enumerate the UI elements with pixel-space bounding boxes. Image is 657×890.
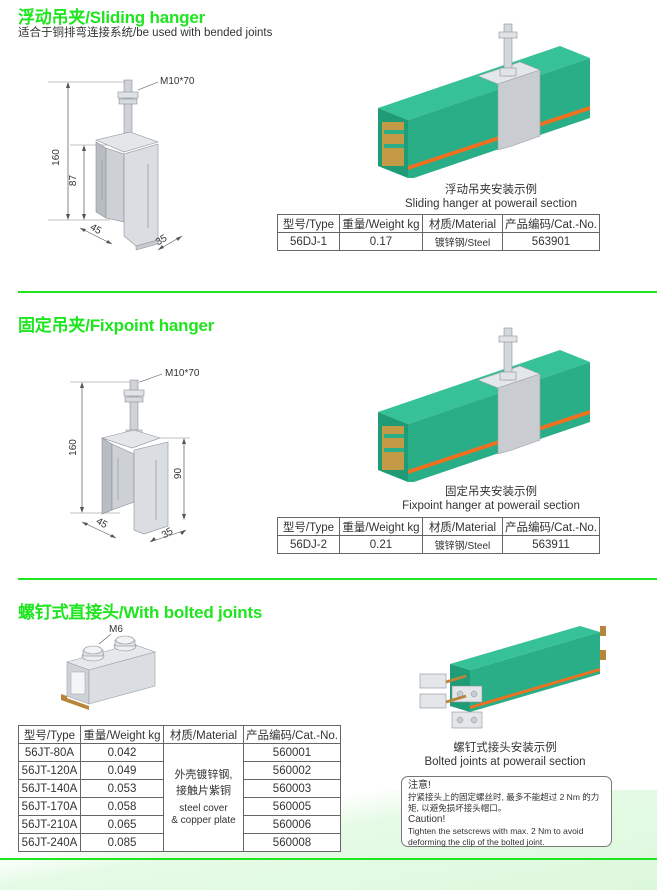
cell-type: 56DJ-2 xyxy=(277,535,340,554)
cell-type: 56JT-140A xyxy=(18,779,81,798)
header-material: 材质/Material xyxy=(421,214,503,233)
sliding-hanger-install-image xyxy=(370,18,610,180)
cell-catno: 560001 xyxy=(242,743,342,762)
table-row: 56JT-240A 0.085 560008 xyxy=(18,833,342,852)
dim-height-label: 160 xyxy=(50,149,62,166)
table-row: 56DJ-2 0.21 镀锌钢/Steel 563911 xyxy=(277,535,601,554)
bolt-size-label: M6 xyxy=(109,624,123,635)
sliding-hanger-subtitle: 适合于铜排弯连接系统/be used with bended joints xyxy=(18,27,273,39)
table-row: 56JT-170A 0.058 560005 xyxy=(18,797,342,816)
cell-catno: 563901 xyxy=(501,232,601,251)
cell-catno: 560002 xyxy=(242,761,342,780)
cell-material: 镀锌钢/Steel xyxy=(421,535,503,554)
header-catno: 产品编码/Cat.-No. xyxy=(501,517,601,536)
caution-title-en: Caution! xyxy=(408,814,446,825)
cell-catno: 560006 xyxy=(242,815,342,834)
cell-weight: 0.085 xyxy=(79,833,164,852)
caution-note-box: 注意! 拧紧接头上的固定螺丝时, 最多不能超过 2 Nm 的力矩, 以避免损坏接… xyxy=(401,776,612,847)
cell-weight: 0.042 xyxy=(79,743,164,762)
caution-text-en: Tighten the setscrews with max. 2 Nm to … xyxy=(408,826,584,847)
material-line: 接触片紫铜 xyxy=(175,784,231,797)
sliding-caption-en: Sliding hanger at powerail section xyxy=(405,198,577,210)
bolted-caption: 螺钉式接头安装示例 Bolted joints at powerail sect… xyxy=(395,741,615,769)
fixpoint-caption-en: Fixpoint hanger at powerail section xyxy=(402,500,580,512)
bolted-caption-cn: 螺钉式接头安装示例 xyxy=(453,742,557,754)
cell-catno: 563911 xyxy=(501,535,601,554)
dim-inner-label: 87 xyxy=(68,174,80,187)
bolted-caption-en: Bolted joints at powerail section xyxy=(424,756,586,768)
fixpoint-hanger-install-image xyxy=(370,322,610,484)
bolted-joint-drawing: M6 xyxy=(55,622,175,712)
table-row: 56DJ-1 0.17 镀锌钢/Steel 563901 xyxy=(277,232,601,251)
sliding-caption: 浮动吊夹安装示例 Sliding hanger at powerail sect… xyxy=(376,183,606,211)
material-line: 外壳镀锌钢, xyxy=(174,768,233,781)
header-material: 材质/Material xyxy=(421,517,503,536)
bolt-size-label: M10*70 xyxy=(165,368,200,379)
sliding-hanger-title: 浮动吊夹/Sliding hanger xyxy=(18,8,205,27)
table-row: 56JT-80A 0.042 外壳镀锌钢, 接触片紫铜 steel cover … xyxy=(18,743,342,852)
section-divider xyxy=(18,291,657,293)
header-weight: 重量/Weight kg xyxy=(338,214,423,233)
cell-weight: 0.17 xyxy=(338,232,423,251)
bolt-size-label: M10*70 xyxy=(160,76,195,87)
caution-text-cn: 拧紧接头上的固定螺丝时, 最多不能超过 2 Nm 的力矩, 以避免损坏接头帽口。 xyxy=(408,792,600,813)
fixpoint-caption-cn: 固定吊夹安装示例 xyxy=(445,486,537,498)
header-material: 材质/Material xyxy=(162,725,244,744)
table-header-row: 型号/Type 重量/Weight kg 材质/Material 产品编码/Ca… xyxy=(18,725,342,744)
cell-weight: 0.053 xyxy=(79,779,164,798)
page-bottom-divider xyxy=(0,858,657,860)
sliding-hanger-spec-table: 型号/Type 重量/Weight kg 材质/Material 产品编码/Ca… xyxy=(277,214,601,251)
header-weight: 重量/Weight kg xyxy=(79,725,164,744)
header-type: 型号/Type xyxy=(277,214,340,233)
dim-inner-label: 90 xyxy=(173,467,185,480)
cell-type: 56JT-240A xyxy=(18,833,81,852)
fixpoint-hanger-drawing: M10*70 160 90 45 35 xyxy=(40,350,220,550)
table-header-row: 型号/Type 重量/Weight kg 材质/Material 产品编码/Ca… xyxy=(277,214,601,233)
header-catno: 产品编码/Cat.-No. xyxy=(501,214,601,233)
cell-weight: 0.065 xyxy=(79,815,164,834)
cell-type: 56DJ-1 xyxy=(277,232,340,251)
bolted-joints-title: 螺钉式直接头/With bolted joints xyxy=(18,603,263,622)
cell-type: 56JT-170A xyxy=(18,797,81,816)
section-divider xyxy=(18,578,657,580)
header-weight: 重量/Weight kg xyxy=(338,517,423,536)
cell-weight: 0.058 xyxy=(79,797,164,816)
cell-type: 56JT-80A xyxy=(18,743,81,762)
header-type: 型号/Type xyxy=(18,725,81,744)
cell-material-merged: 外壳镀锌钢, 接触片紫铜 steel cover & copper plate xyxy=(162,743,244,852)
sliding-caption-cn: 浮动吊夹安装示例 xyxy=(445,184,537,196)
sliding-hanger-drawing: M10*70 160 87 45 35 xyxy=(40,60,220,260)
cell-catno: 560003 xyxy=(242,779,342,798)
cell-type: 56JT-120A xyxy=(18,761,81,780)
fixpoint-caption: 固定吊夹安装示例 Fixpoint hanger at powerail sec… xyxy=(376,485,606,513)
material-line: steel cover xyxy=(179,802,228,814)
cell-catno: 560008 xyxy=(242,833,342,852)
dim-height-label: 160 xyxy=(67,439,79,456)
bolted-joint-install-image xyxy=(400,622,620,737)
cell-material: 镀锌钢/Steel xyxy=(421,232,503,251)
bolted-joints-spec-table: 型号/Type 重量/Weight kg 材质/Material 产品编码/Ca… xyxy=(18,725,342,852)
fixpoint-hanger-spec-table: 型号/Type 重量/Weight kg 材质/Material 产品编码/Ca… xyxy=(277,517,601,554)
cell-catno: 560005 xyxy=(242,797,342,816)
material-line: & copper plate xyxy=(171,814,236,826)
cell-weight: 0.049 xyxy=(79,761,164,780)
cell-weight: 0.21 xyxy=(338,535,423,554)
table-header-row: 型号/Type 重量/Weight kg 材质/Material 产品编码/Ca… xyxy=(277,517,601,536)
header-type: 型号/Type xyxy=(277,517,340,536)
table-row: 56JT-140A 0.053 560003 xyxy=(18,779,342,798)
fixpoint-hanger-title: 固定吊夹/Fixpoint hanger xyxy=(18,316,215,335)
header-catno: 产品编码/Cat.-No. xyxy=(242,725,342,744)
cell-type: 56JT-210A xyxy=(18,815,81,834)
caution-title-cn: 注意! xyxy=(408,780,431,791)
